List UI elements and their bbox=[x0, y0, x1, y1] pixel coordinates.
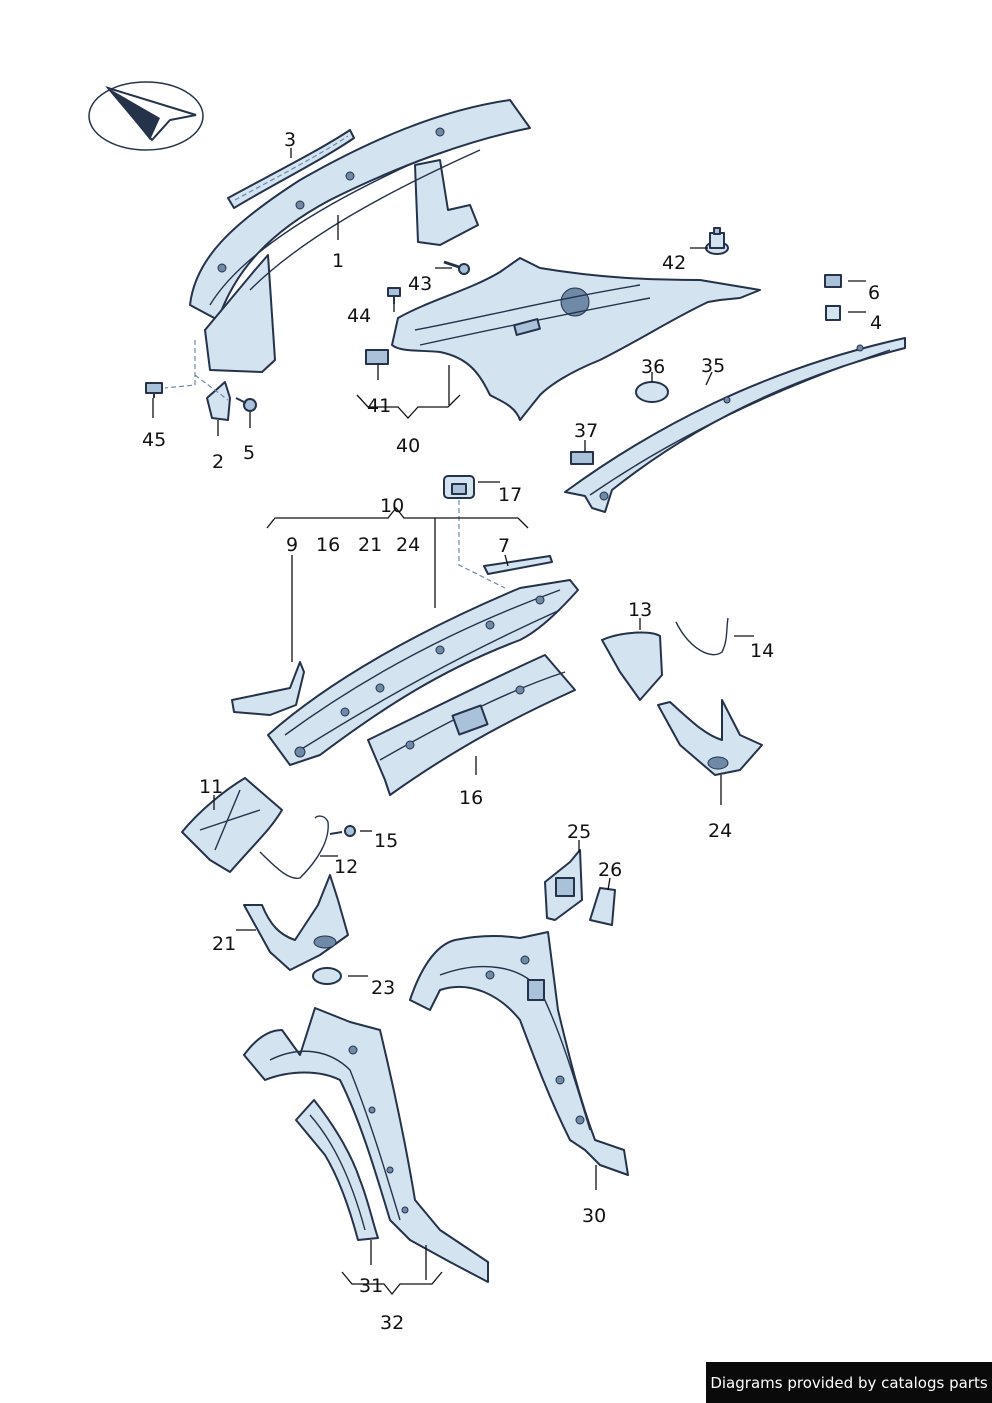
part-37-clip bbox=[570, 451, 594, 465]
part-3-seal-strip bbox=[227, 129, 355, 209]
part-1-cross-member bbox=[189, 99, 531, 373]
callout-36: 36 bbox=[641, 356, 665, 378]
callout-9: 9 bbox=[286, 534, 298, 556]
callout-42: 42 bbox=[662, 252, 686, 274]
callout-labels: 3 1 45 2 5 42 43 44 41 40 6 4 35 36 37 1… bbox=[142, 129, 882, 1334]
part-9-gusset bbox=[231, 661, 305, 716]
part-12-seal bbox=[259, 815, 329, 879]
part-4-nut-icon bbox=[825, 305, 841, 321]
part-40-parcel-shelf-trim bbox=[391, 257, 761, 421]
part-30-wheelhouse-outer-right bbox=[409, 931, 629, 1176]
callout-13: 13 bbox=[628, 599, 652, 621]
callout-21-group: 21 bbox=[358, 534, 382, 556]
footer-text: Diagrams provided by catalogs parts bbox=[710, 1373, 988, 1392]
callout-7: 7 bbox=[498, 535, 510, 557]
callout-37: 37 bbox=[574, 420, 598, 442]
part-14-seal bbox=[675, 617, 729, 656]
callout-15: 15 bbox=[374, 830, 398, 852]
leader-lines bbox=[152, 148, 866, 1296]
callout-6: 6 bbox=[868, 282, 880, 304]
callout-21: 21 bbox=[212, 933, 236, 955]
part-23-cap bbox=[312, 967, 342, 985]
callout-2: 2 bbox=[212, 451, 224, 473]
part-44-screw-icon bbox=[387, 287, 401, 304]
part-42-expansion-fastener-icon bbox=[705, 227, 729, 255]
part-45-bolt-icon bbox=[145, 382, 163, 398]
part-31-reinforcement bbox=[295, 1099, 379, 1241]
callout-23: 23 bbox=[371, 977, 395, 999]
part-13-wheelhouse-cover bbox=[601, 631, 663, 701]
callout-24-group: 24 bbox=[396, 534, 420, 556]
callout-25: 25 bbox=[567, 821, 591, 843]
part-7-bracket bbox=[483, 555, 553, 575]
part-32-wheelhouse-outer-left bbox=[243, 1007, 489, 1283]
callout-35: 35 bbox=[701, 355, 725, 377]
callout-26: 26 bbox=[598, 859, 622, 881]
callout-16: 16 bbox=[459, 787, 483, 809]
part-35-rail bbox=[564, 337, 906, 513]
callout-4: 4 bbox=[870, 312, 882, 334]
part-6-clip-icon bbox=[824, 274, 842, 288]
callout-41: 41 bbox=[367, 395, 391, 417]
part-36-plug bbox=[635, 381, 669, 403]
part-43-screw-icon bbox=[443, 260, 470, 275]
callout-44: 44 bbox=[347, 305, 371, 327]
callout-14: 14 bbox=[750, 640, 774, 662]
footer-credit: Diagrams provided by catalogs parts bbox=[706, 1362, 992, 1403]
part-2-bracket bbox=[206, 381, 231, 421]
callout-1: 1 bbox=[332, 250, 344, 272]
callout-17: 17 bbox=[498, 484, 522, 506]
callout-5: 5 bbox=[243, 442, 255, 464]
part-16-floor-panel bbox=[367, 654, 576, 796]
callout-3: 3 bbox=[284, 129, 296, 151]
part-41-clip bbox=[365, 349, 389, 365]
callout-45: 45 bbox=[142, 429, 166, 451]
part-15-screw-icon bbox=[329, 825, 356, 837]
part-10-rear-panel-assembly bbox=[267, 579, 579, 766]
callout-40: 40 bbox=[396, 435, 420, 457]
callout-30: 30 bbox=[582, 1205, 606, 1227]
part-5-screw-icon bbox=[235, 397, 257, 412]
callout-43: 43 bbox=[408, 273, 432, 295]
part-24-bracket-right bbox=[657, 699, 763, 776]
orientation-compass-icon bbox=[88, 81, 204, 151]
part-21-bracket-left bbox=[243, 874, 349, 971]
part-25-cover-plate bbox=[544, 849, 583, 921]
part-26-cover-plate bbox=[589, 887, 616, 926]
callout-16-group: 16 bbox=[316, 534, 340, 556]
callout-31: 31 bbox=[359, 1275, 383, 1297]
callout-11: 11 bbox=[199, 776, 223, 798]
callout-32: 32 bbox=[380, 1312, 404, 1334]
part-17-buffer bbox=[443, 475, 475, 499]
callout-12: 12 bbox=[334, 856, 358, 878]
callout-10: 10 bbox=[380, 495, 404, 517]
callout-24: 24 bbox=[708, 820, 732, 842]
part-11-floor-cover bbox=[181, 777, 283, 873]
